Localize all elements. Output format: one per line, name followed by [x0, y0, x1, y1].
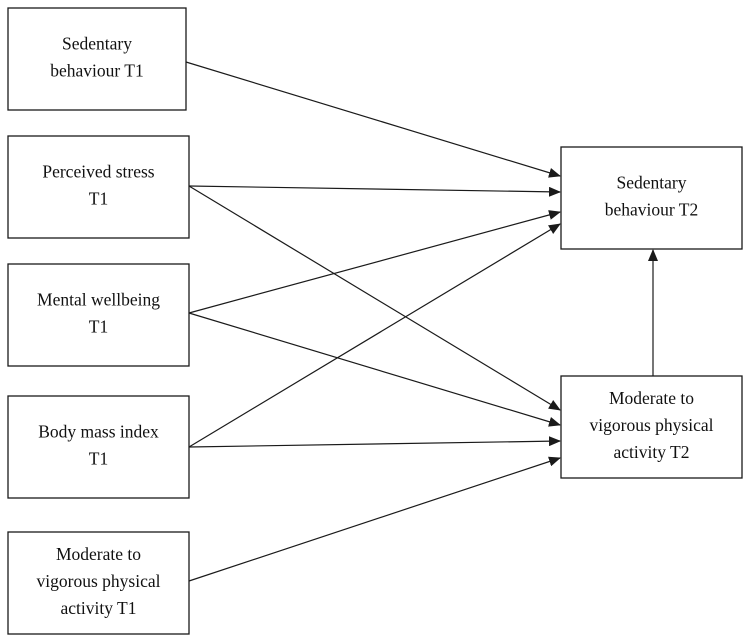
box-mvpa-t1: Moderate to vigorous physical activity T1	[7, 531, 190, 635]
box-label-line: Sedentary	[62, 34, 132, 54]
box-label-line: vigorous physical	[37, 571, 161, 591]
box-border	[7, 263, 190, 367]
arrow-sb-t1-to-sb-t2	[185, 61, 561, 178]
box-label-line: T1	[89, 189, 108, 209]
box-border	[7, 395, 190, 499]
arrow-bmi-t1-to-sb-t2	[188, 223, 561, 448]
arrow-mw-t1-to-sb-t2	[188, 210, 561, 314]
box-label-line: Body mass index	[38, 422, 159, 442]
arrow-mvpa-t1-to-mvpa-t2	[188, 456, 561, 582]
box-label-line: behaviour T1	[50, 61, 143, 81]
box-label-line: Perceived stress	[42, 162, 154, 182]
box-border	[7, 7, 187, 111]
arrow-ps-t1-to-mvpa-t2	[188, 185, 561, 411]
arrow-mw-t1-to-mvpa-t2	[188, 312, 561, 427]
box-label-line: Mental wellbeing	[37, 290, 160, 310]
box-sedentary-behaviour-t1: Sedentary behaviour T1	[7, 7, 187, 111]
box-label-line: behaviour T2	[605, 200, 698, 220]
box-border	[7, 531, 190, 635]
arrow-ps-t1-to-sb-t2	[188, 185, 561, 197]
box-border	[560, 375, 743, 479]
box-label-line: Sedentary	[617, 173, 687, 193]
arrows-layer	[185, 61, 658, 582]
box-sedentary-behaviour-t2: Sedentary behaviour T2	[560, 146, 743, 250]
box-border	[560, 146, 743, 250]
box-label-line: T1	[89, 449, 108, 469]
box-label-line: Moderate to	[609, 388, 694, 408]
box-label-line: activity T1	[61, 598, 137, 618]
box-border	[7, 135, 190, 239]
box-label-line: activity T2	[614, 442, 690, 462]
arrow-bmi-t1-to-mvpa-t2	[188, 436, 561, 448]
box-label-line: T1	[89, 317, 108, 337]
box-label-line: vigorous physical	[590, 415, 714, 435]
box-label-line: Moderate to	[56, 544, 141, 564]
box-mvpa-t2: Moderate to vigorous physical activity T2	[560, 375, 743, 479]
